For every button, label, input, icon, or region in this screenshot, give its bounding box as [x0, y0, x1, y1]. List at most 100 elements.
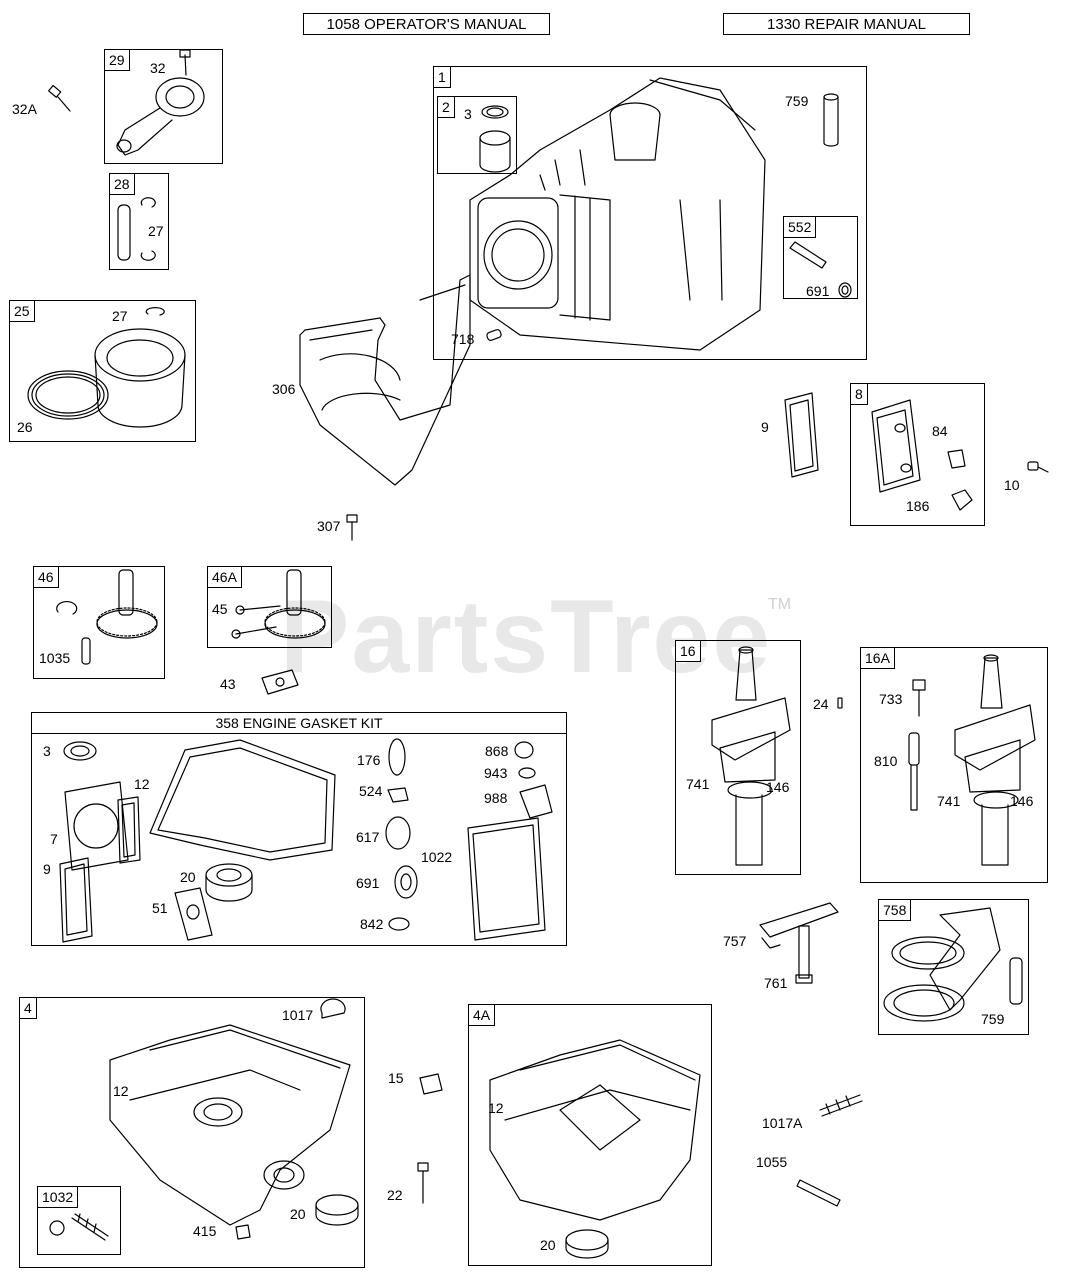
part-group-number: 758: [878, 899, 912, 921]
part-label[interactable]: 524: [359, 783, 383, 799]
part-group-46[interactable]: 46: [33, 566, 165, 679]
part-label[interactable]: 186: [906, 498, 930, 514]
bolt-icon: [47, 84, 71, 112]
part-group-16[interactable]: 16: [675, 640, 801, 875]
part-label[interactable]: 9: [761, 419, 769, 435]
part-group-number: 28: [109, 173, 135, 195]
repair-manual-header[interactable]: 1330 REPAIR MANUAL: [723, 13, 970, 35]
part-label[interactable]: 741: [937, 793, 961, 809]
part-label[interactable]: 757: [723, 933, 747, 949]
part-group-4a[interactable]: 4A: [468, 1004, 712, 1266]
part-label[interactable]: 22: [387, 1187, 403, 1203]
part-label[interactable]: 759: [981, 1011, 1005, 1027]
link-arm-icon: [759, 902, 839, 984]
part-label[interactable]: 12: [113, 1083, 129, 1099]
part-label[interactable]: 415: [193, 1223, 217, 1239]
part-label[interactable]: 7: [50, 831, 58, 847]
part-label[interactable]: 943: [484, 765, 508, 781]
operators-manual-header[interactable]: 1058 OPERATOR'S MANUAL: [303, 13, 550, 35]
part-group-552[interactable]: 552: [783, 216, 858, 299]
part-group-number: 8: [850, 383, 868, 405]
part-label[interactable]: 691: [356, 875, 380, 891]
part-group-number: 552: [783, 216, 817, 238]
part-group-28[interactable]: 28: [109, 173, 169, 270]
part-label[interactable]: 1055: [756, 1154, 788, 1170]
part-group-number: 2: [437, 96, 455, 118]
part-group-16a[interactable]: 16A: [860, 647, 1048, 883]
part-label[interactable]: 842: [360, 916, 384, 932]
part-label[interactable]: 32: [150, 60, 166, 76]
part-label[interactable]: 51: [152, 900, 168, 916]
part-label[interactable]: 15: [388, 1070, 404, 1086]
part-label[interactable]: 45: [212, 601, 228, 617]
part-label[interactable]: 868: [485, 743, 509, 759]
part-label[interactable]: 26: [17, 419, 33, 435]
bolt-icon: [1027, 461, 1049, 473]
part-label[interactable]: 43: [220, 676, 236, 692]
key-pin-icon: [837, 697, 843, 709]
part-group-2[interactable]: 2: [437, 96, 517, 174]
part-label[interactable]: 307: [317, 518, 341, 534]
part-label[interactable]: 20: [180, 869, 196, 885]
part-group-4[interactable]: 4: [19, 997, 365, 1268]
part-label[interactable]: 20: [540, 1237, 556, 1253]
part-group-25[interactable]: 25: [9, 300, 196, 442]
part-label[interactable]: 146: [1010, 793, 1034, 809]
bolt-icon: [417, 1162, 429, 1204]
part-label[interactable]: 691: [806, 283, 830, 299]
part-label[interactable]: 1035: [39, 650, 71, 666]
part-group-8[interactable]: 8: [850, 383, 985, 526]
part-label[interactable]: 32A: [12, 101, 37, 117]
part-group-1032[interactable]: 1032: [37, 1186, 121, 1255]
engine-gasket-kit-box[interactable]: 358 ENGINE GASKET KIT: [31, 712, 567, 946]
drain-plug-icon: [419, 1073, 443, 1095]
part-group-number: 46A: [207, 566, 242, 588]
part-label[interactable]: 9: [43, 861, 51, 877]
part-label[interactable]: 3: [464, 106, 472, 122]
watermark-trademark: TM: [768, 596, 792, 613]
part-label[interactable]: 1017: [282, 1007, 314, 1023]
part-label[interactable]: 20: [290, 1206, 306, 1222]
part-label[interactable]: 741: [686, 776, 710, 792]
part-group-number: 25: [9, 300, 35, 322]
part-label[interactable]: 24: [813, 696, 829, 712]
part-group-number: 46: [33, 566, 59, 588]
part-group-29[interactable]: 29: [104, 49, 223, 164]
part-group-number: 4A: [468, 1004, 496, 1026]
part-label[interactable]: 718: [451, 331, 475, 347]
part-group-758[interactable]: 758: [878, 899, 1029, 1035]
part-label[interactable]: 761: [764, 975, 788, 991]
part-label[interactable]: 3: [43, 743, 51, 759]
part-group-number: 16A: [860, 647, 895, 669]
breather-gasket-icon: [784, 392, 819, 478]
part-group-number: 29: [104, 49, 130, 71]
part-label[interactable]: 146: [766, 779, 790, 795]
part-label[interactable]: 810: [874, 753, 898, 769]
gasket-kit-title: 358 ENGINE GASKET KIT: [32, 713, 566, 734]
part-label[interactable]: 12: [134, 776, 150, 792]
part-label[interactable]: 84: [932, 423, 948, 439]
part-group-1[interactable]: 1: [433, 66, 867, 360]
pin-icon: [796, 1179, 841, 1207]
screw-icon: [346, 514, 358, 541]
part-label[interactable]: 759: [785, 93, 809, 109]
part-label[interactable]: 617: [356, 829, 380, 845]
part-group-number: 16: [675, 640, 701, 662]
part-group-number: 4: [19, 997, 37, 1019]
part-label[interactable]: 27: [148, 223, 164, 239]
spring-icon: [819, 1094, 863, 1117]
part-label[interactable]: 10: [1004, 477, 1020, 493]
part-label[interactable]: 306: [272, 381, 296, 397]
part-label[interactable]: 988: [484, 790, 508, 806]
part-label[interactable]: 12: [488, 1100, 504, 1116]
part-group-46a[interactable]: 46A: [207, 566, 332, 648]
part-group-number: 1032: [37, 1186, 79, 1208]
part-label[interactable]: 27: [112, 308, 128, 324]
part-label[interactable]: 733: [879, 691, 903, 707]
part-group-number: 1: [433, 66, 451, 88]
part-label[interactable]: 1017A: [762, 1115, 803, 1131]
part-label[interactable]: 1022: [421, 849, 453, 865]
part-label[interactable]: 176: [357, 752, 381, 768]
watermark: PartsTree: [280, 579, 773, 695]
